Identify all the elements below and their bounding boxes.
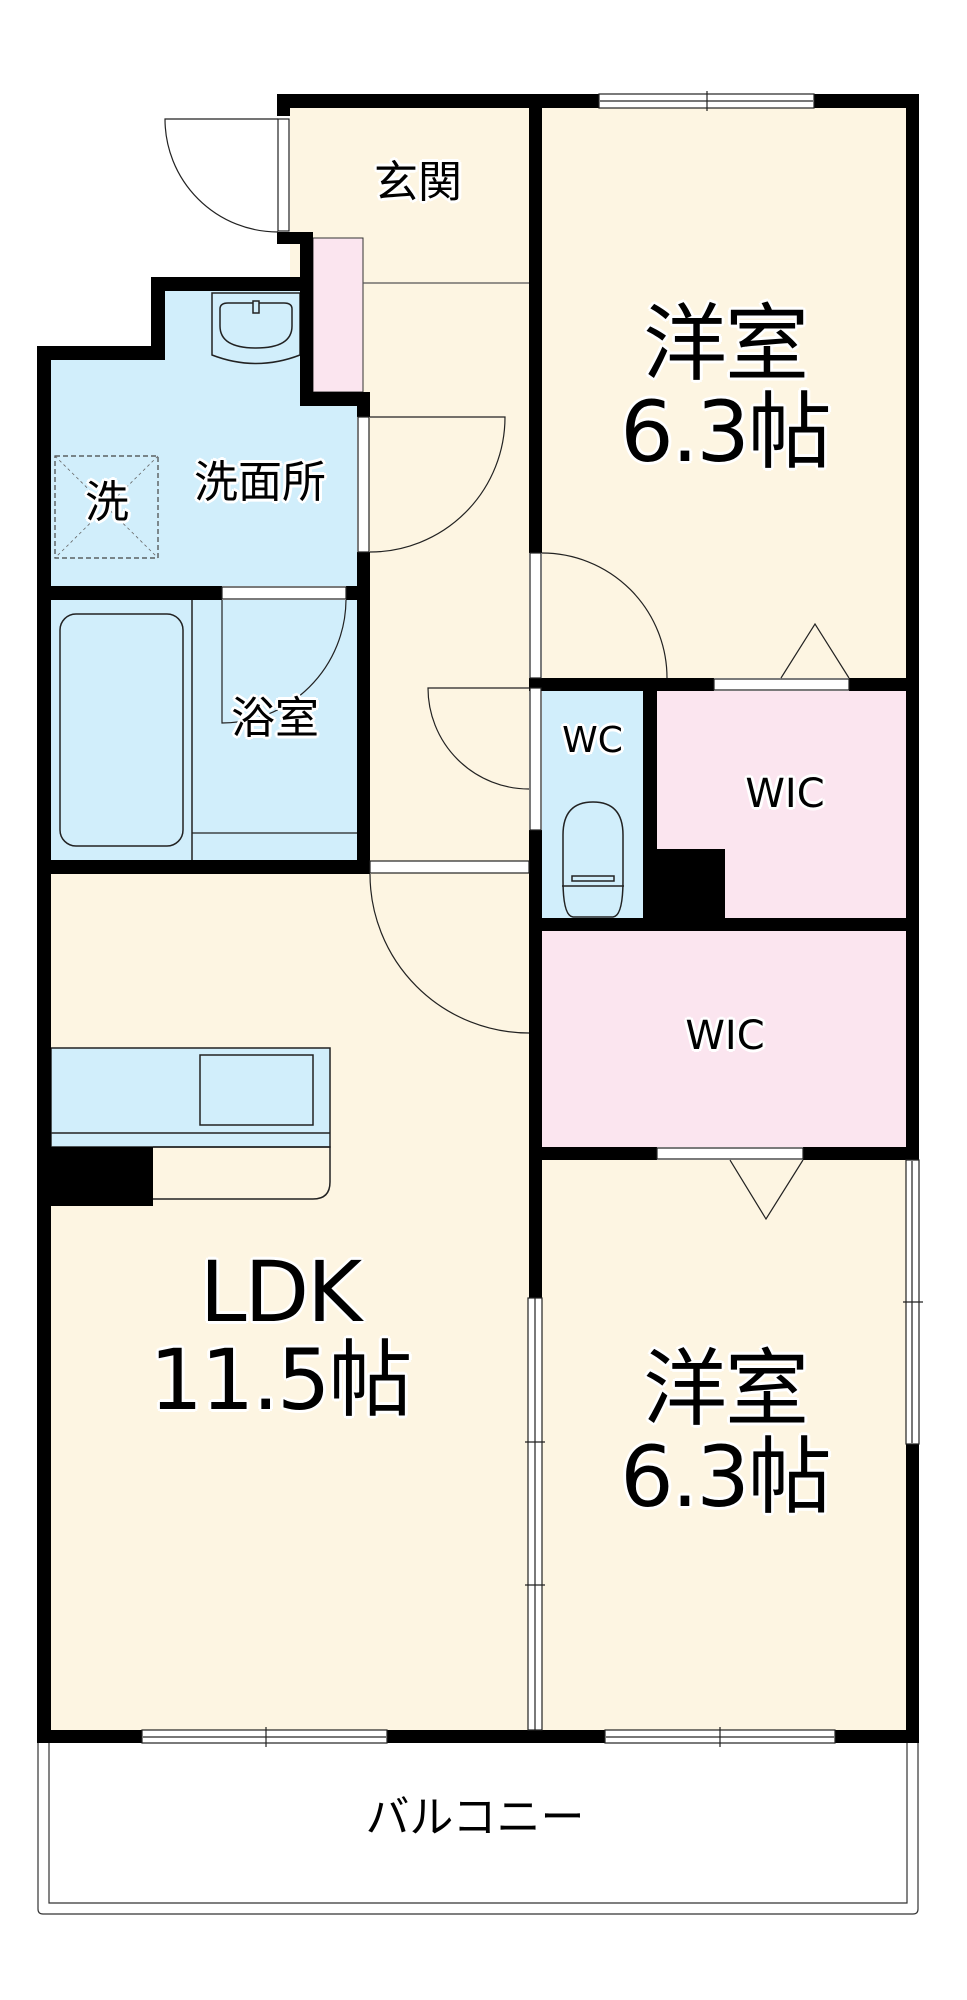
washer-space <box>54 455 159 559</box>
bedroom-south-label: 洋室 6.3帖 <box>560 1340 890 1527</box>
bedroom-north-label: 洋室 6.3帖 <box>560 295 890 482</box>
front-door-jamb <box>277 118 290 232</box>
closet-lower-door-icon <box>729 1159 804 1221</box>
entrance-label: 玄関 <box>374 157 462 208</box>
washer-label: 洗 <box>85 477 129 528</box>
balcony-label: バルコニー <box>365 1792 585 1843</box>
shoe-cabinet <box>312 237 364 393</box>
toilet-label: WC <box>562 720 623 761</box>
hallway-floor <box>363 283 529 874</box>
closet-lower-floor <box>542 931 907 1147</box>
balcony <box>37 1743 919 1915</box>
bedroom-south-name: 洋室 <box>642 1340 809 1438</box>
bedroom-north-floor <box>542 108 907 678</box>
bedroom-north-name: 洋室 <box>642 295 809 393</box>
ldk-size: 11.5帖 <box>149 1331 412 1430</box>
bathroom-label: 浴室 <box>231 693 319 744</box>
bedroom-north-size: 6.3帖 <box>620 383 832 482</box>
bedroom-south-floor <box>542 1160 907 1730</box>
dining-bar <box>153 1146 331 1200</box>
openings <box>141 91 923 1747</box>
floors <box>51 108 907 1730</box>
bedroom-north-door-swing <box>541 552 668 679</box>
ldk-door-swing <box>369 873 530 1034</box>
bathtub-icon <box>59 613 184 847</box>
front-door-swing <box>164 118 279 233</box>
fixtures <box>50 282 624 1200</box>
walls <box>37 94 919 1743</box>
washroom-floor <box>51 291 357 586</box>
bedroom-south-size: 6.3帖 <box>620 1428 832 1527</box>
toilet-icon <box>562 801 624 918</box>
ldk-label: LDK 11.5帖 <box>110 1243 450 1430</box>
closet-upper-door-icon <box>780 622 850 679</box>
toilet-door-swing <box>427 687 530 790</box>
ldk-floor <box>51 874 529 1730</box>
closet-lower-label: WIC <box>685 1013 765 1059</box>
kitchen-sink-icon <box>199 1054 314 1126</box>
bathroom-floor <box>51 600 357 860</box>
closet-upper-label: WIC <box>745 771 825 817</box>
bath-door-swing <box>221 599 347 724</box>
toilet-floor <box>542 691 643 918</box>
washroom-door-swing <box>369 416 506 553</box>
ldk-name: LDK <box>199 1243 363 1341</box>
closet-upper-floor <box>657 691 907 918</box>
washbasin-icon <box>211 292 301 365</box>
washroom-label: 洗面所 <box>194 457 326 508</box>
